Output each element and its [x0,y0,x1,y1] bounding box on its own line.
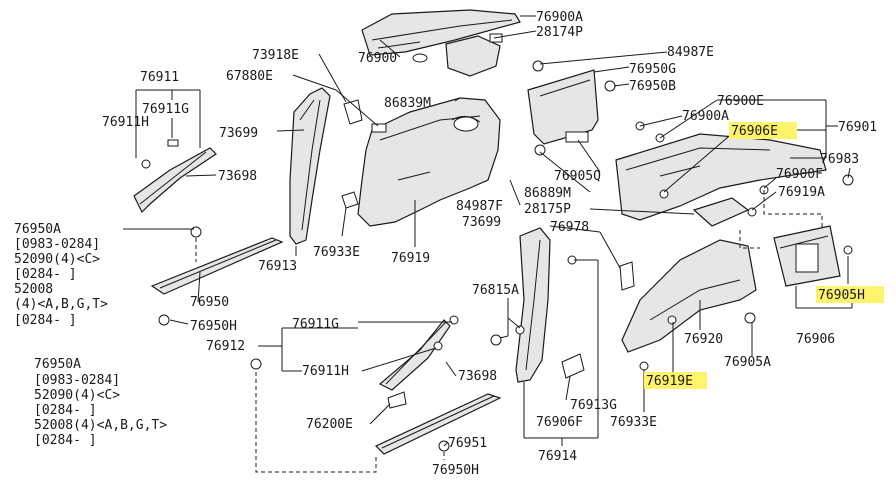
clip-76200E [387,391,407,409]
label-76900A-right[interactable]: 76900A [682,109,729,124]
shelf-cover-pad [445,35,501,77]
label-73698-low[interactable]: 73698 [458,369,497,384]
label-67880E[interactable]: 67880E [226,69,273,84]
label-86839M[interactable]: 86839M [384,96,431,111]
label-28175P[interactable]: 28175P [524,202,571,217]
note-upper-line: [0983-0284] [14,237,100,252]
label-76919E[interactable]: 76919E [646,374,693,389]
note-lower-line: 52090(4)<C> [34,388,120,403]
storage-lid-28175P [692,197,750,227]
pillar-trim-long [515,227,551,383]
label-73699-top[interactable]: 73699 [219,126,258,141]
center-pillar-trim [289,87,331,245]
label-76914[interactable]: 76914 [538,449,577,464]
label-76900A-top[interactable]: 76900A [536,10,583,25]
label-76950H-low[interactable]: 76950H [432,463,479,478]
label-76906[interactable]: 76906 [796,332,835,347]
label-76905Q[interactable]: 76905Q [554,169,601,184]
note-upper-line: 52090(4)<C> [14,252,100,267]
label-76906F[interactable]: 76906F [536,415,583,430]
label-76815A[interactable]: 76815A [472,283,519,298]
pillar-clip-73918E [343,99,387,133]
label-28174P[interactable]: 28174P [536,25,583,40]
label-76911G-low[interactable]: 76911G [292,317,339,332]
label-76919[interactable]: 76919 [391,251,430,266]
label-76933E-low[interactable]: 76933E [610,415,657,430]
clip-76933E-mid [341,191,359,209]
label-84987E[interactable]: 84987E [667,45,714,60]
note-lower-line: [0284- ] [34,403,97,418]
label-76933E-mid[interactable]: 76933E [313,245,360,260]
label-76951[interactable]: 76951 [448,436,487,451]
label-73699-mid[interactable]: 73699 [462,215,501,230]
rear-quarter-lower-right [621,239,757,353]
speaker-box [773,225,841,287]
note-lower-line: 76950A [34,357,81,372]
label-86889M[interactable]: 86889M [524,186,571,201]
highlight-76906E [729,122,797,139]
label-76911H-low[interactable]: 76911H [302,364,349,379]
label-84987F[interactable]: 84987F [456,199,503,214]
label-76913G[interactable]: 76913G [570,398,617,413]
fasteners [250,60,853,371]
note-lower-line: 52008(4)<A,B,G,T> [34,418,167,433]
label-76905H[interactable]: 76905H [818,288,865,303]
side-panel-76950G [527,69,599,145]
label-76920[interactable]: 76920 [684,332,723,347]
label-76900[interactable]: 76900 [358,51,397,66]
label-76900E[interactable]: 76900E [717,94,764,109]
label-76900F[interactable]: 76900F [776,167,823,182]
label-76901[interactable]: 76901 [838,120,877,135]
label-76912[interactable]: 76912 [206,339,245,354]
note-block-lower: 76950A [0983-0284] 52090(4)<C> [0284- ] … [34,357,167,448]
label-76950[interactable]: 76950 [190,295,229,310]
label-73698-top[interactable]: 73698 [218,169,257,184]
highlight-76919E [644,372,707,389]
rear-quarter-trim-left [357,97,501,227]
note-block-upper: 76950A [0983-0284] 52090(4)<C> [0284- ] … [14,222,108,328]
leader-lines [123,15,853,473]
label-76978[interactable]: 76978 [550,220,589,235]
front-pillar-trim [133,139,217,214]
label-76950G[interactable]: 76950G [629,62,676,77]
label-76906E[interactable]: 76906E [731,124,778,139]
clip-76913G [561,353,585,379]
bracket-76978 [619,261,635,291]
note-upper-line: (4)<A,B,G,T> [14,297,108,312]
note-upper-line: [0284- ] [14,313,77,328]
kicking-plate-upper [150,226,284,326]
clip-76983 [842,174,854,186]
note-lower-line: [0284- ] [34,433,97,448]
label-76905A[interactable]: 76905A [724,355,771,370]
highlight-76905H [816,286,884,303]
label-76919A[interactable]: 76919A [778,185,825,200]
label-76950B[interactable]: 76950B [629,79,676,94]
rear-shelf-trim [361,9,521,56]
note-upper-line: 76950A [14,222,61,237]
label-76950H-top[interactable]: 76950H [190,319,237,334]
label-76983[interactable]: 76983 [820,152,859,167]
note-upper-line: [0284- ] [14,267,77,282]
label-76911G-top[interactable]: 76911G [142,102,189,117]
label-76200E[interactable]: 76200E [306,417,353,432]
note-lower-line: [0983-0284] [34,373,120,388]
kicking-plate-lower [374,393,502,455]
label-76911H-top[interactable]: 76911H [102,115,149,130]
note-upper-line: 52008 [14,282,53,297]
label-76913[interactable]: 76913 [258,259,297,274]
label-76911[interactable]: 76911 [140,70,179,85]
label-73918E[interactable]: 73918E [252,48,299,63]
